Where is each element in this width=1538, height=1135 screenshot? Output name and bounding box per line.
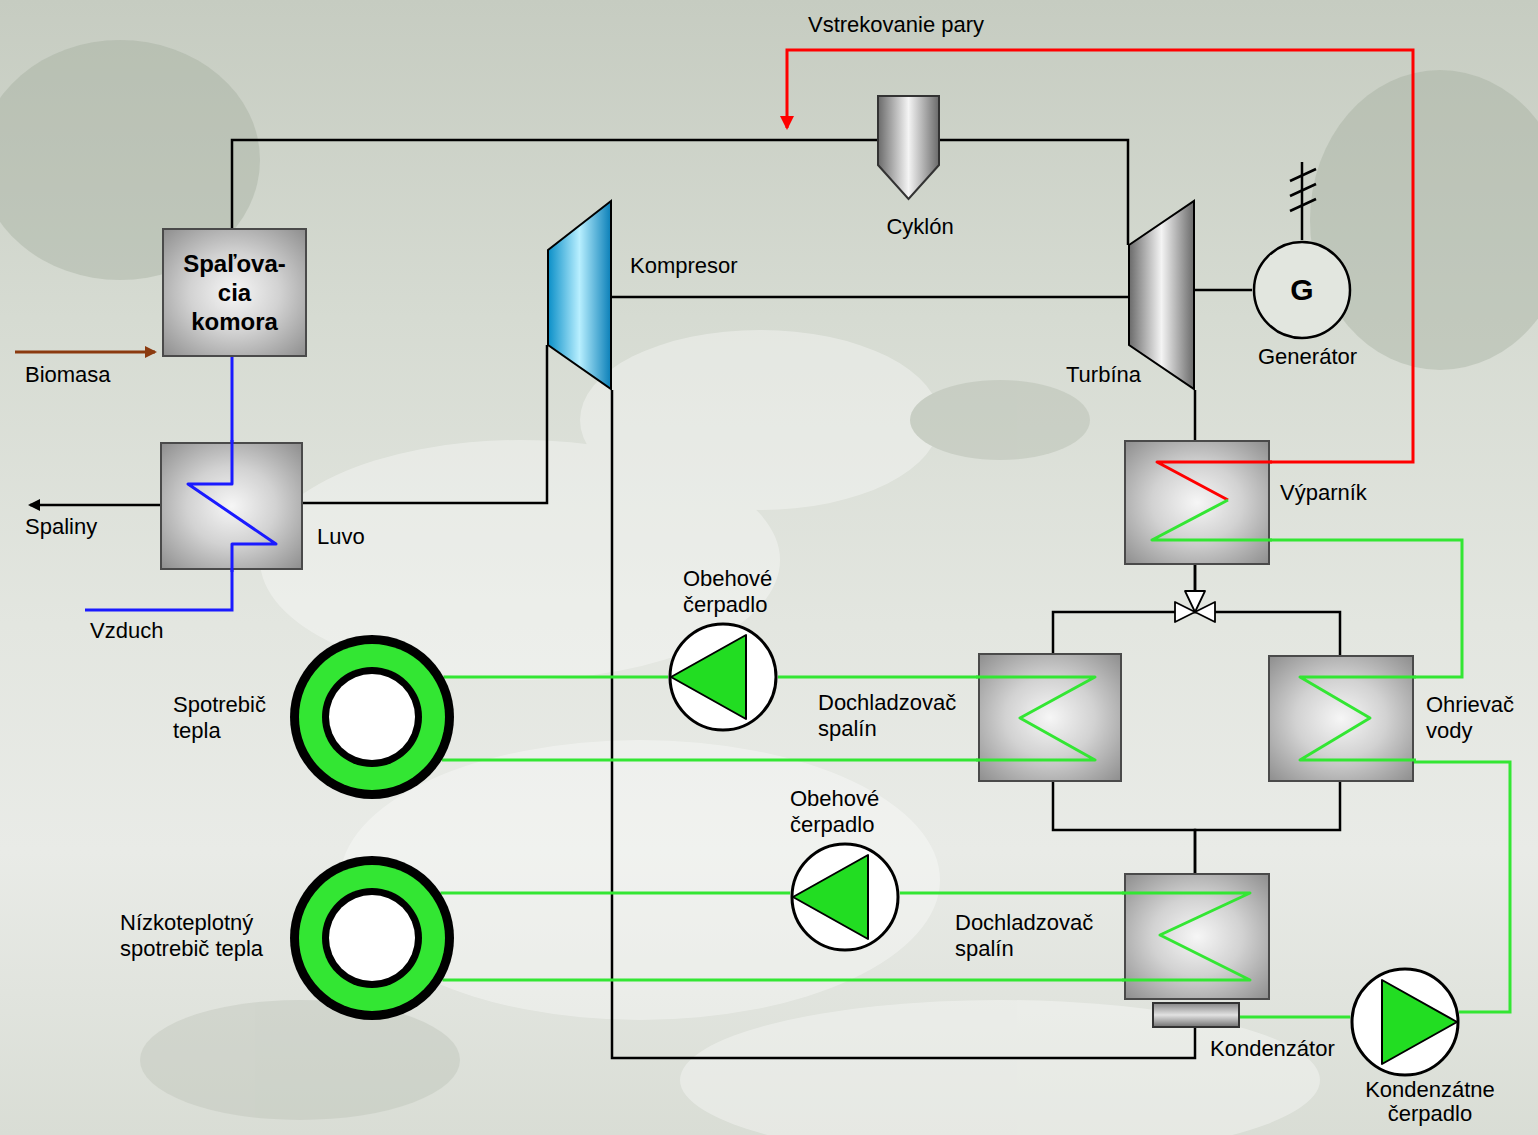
flue-gas-cooler: Dochladzovač spalín xyxy=(978,653,1122,782)
condenser: Kondenzátor xyxy=(1152,1002,1240,1028)
component-label: Nízkoteplotný spotrebič tepla xyxy=(120,910,288,962)
component-label: Dochladzovač spalín xyxy=(818,690,976,742)
consumer-symbol xyxy=(290,635,454,799)
component-label: Turbína xyxy=(1066,362,1152,388)
exchanger-coil xyxy=(980,655,1120,780)
pipe-line xyxy=(303,345,547,503)
component-label: Ohrievač vody xyxy=(1426,692,1534,744)
evaporator: Výparník xyxy=(1124,440,1270,565)
turbine-body xyxy=(1128,200,1195,390)
photo-texture xyxy=(0,40,1538,1135)
node-title: G xyxy=(1282,273,1322,307)
flue-gas-cooler: Dochladzovač spalín xyxy=(1124,873,1270,1000)
generator-symbol: GGenerátor xyxy=(1252,240,1352,340)
circulation-pump: Obehové čerpadlo xyxy=(790,842,900,952)
flue-gas-exit-arrow xyxy=(30,504,160,507)
component-label: Kondenzátor xyxy=(1210,1036,1350,1062)
biomass-feed-arrow xyxy=(15,351,155,354)
circulation-pump: Obehové čerpadlo xyxy=(668,622,778,732)
pipe-line xyxy=(778,676,978,679)
pipe-line xyxy=(900,892,1124,895)
low-temp-heat-consumer: Nízkoteplotný spotrebič tepla xyxy=(290,856,454,1020)
pipe-line xyxy=(1053,782,1195,873)
pump-symbol xyxy=(790,842,900,952)
stream-label: Spaliny xyxy=(25,514,135,540)
pipe-line xyxy=(1240,1016,1350,1019)
component-label: Obehové čerpadlo xyxy=(790,786,900,838)
compressor-body xyxy=(547,200,612,390)
component-label: Cyklón xyxy=(870,214,970,240)
component-label: Kondenzátne čerpadlo xyxy=(1345,1078,1515,1126)
heat-consumer: Spotrebič tepla xyxy=(290,635,454,799)
stream-label: Vzduch xyxy=(90,618,200,644)
node-title: Spaľova- cia komora xyxy=(179,249,291,336)
combustion-chamber: Spaľova- cia komora xyxy=(162,228,307,357)
pipe-line xyxy=(1053,565,1195,653)
pipe-line xyxy=(442,759,978,762)
pipe-line xyxy=(444,676,668,679)
component-label: Kompresor xyxy=(630,253,770,279)
component-label: Výparník xyxy=(1280,480,1390,506)
component-label: Obehové čerpadlo xyxy=(683,566,793,618)
pipe-line xyxy=(1194,390,1197,440)
pipe-line xyxy=(1195,565,1340,655)
grid-connection-symbol xyxy=(1290,162,1316,240)
air-inlet-line xyxy=(85,570,232,610)
component-label: Luvo xyxy=(317,524,387,550)
stream-label: Vstrekovanie pary xyxy=(808,12,1028,38)
pipe-line xyxy=(612,390,1195,1058)
steam-injection-line xyxy=(787,50,1413,462)
turbine-symbol: Turbína xyxy=(1128,200,1195,390)
component-label: Spotrebič tepla xyxy=(173,692,285,744)
pump-symbol xyxy=(1350,967,1460,1077)
component-label: Generátor xyxy=(1258,344,1388,370)
air-preheater: Luvo xyxy=(160,442,303,570)
pipe-line xyxy=(442,979,1124,982)
pump-symbol xyxy=(668,622,778,732)
pipe-line xyxy=(940,140,1128,245)
exchanger-coil xyxy=(1126,875,1268,998)
exchanger-coil xyxy=(162,444,301,568)
pipe-line xyxy=(231,357,234,442)
pipe-line xyxy=(1195,782,1340,873)
pipe-line xyxy=(232,140,877,228)
cyclone-body xyxy=(877,95,940,200)
exchanger-coil xyxy=(1270,657,1412,780)
stream-label: Biomasa xyxy=(25,362,135,388)
pipe-line xyxy=(441,892,791,895)
pipe-line xyxy=(612,296,1128,299)
water-heater: Ohrievač vody xyxy=(1268,655,1414,782)
cyclone-separator: Cyklón xyxy=(877,95,940,200)
pipe-line xyxy=(1195,289,1252,292)
consumer-symbol xyxy=(290,856,454,1020)
component-label: Dochladzovač spalín xyxy=(955,910,1113,962)
condensate-pump: Kondenzátne čerpadlo xyxy=(1350,967,1460,1077)
exchanger-coil xyxy=(1126,442,1268,563)
compressor-symbol: Kompresor xyxy=(547,200,612,390)
